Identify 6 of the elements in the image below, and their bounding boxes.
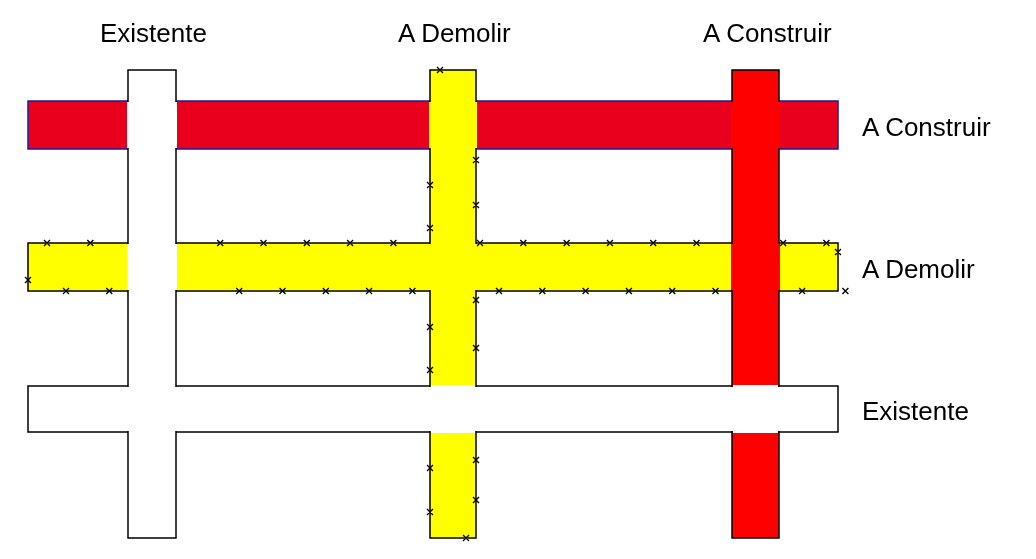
row-label: A Demolir bbox=[862, 254, 975, 285]
row-label: A Construir bbox=[862, 112, 991, 143]
column-label: A Construir bbox=[703, 18, 832, 49]
column-label: A Demolir bbox=[398, 18, 511, 49]
column-label: Existente bbox=[100, 18, 207, 49]
row-label: Existente bbox=[862, 396, 969, 427]
